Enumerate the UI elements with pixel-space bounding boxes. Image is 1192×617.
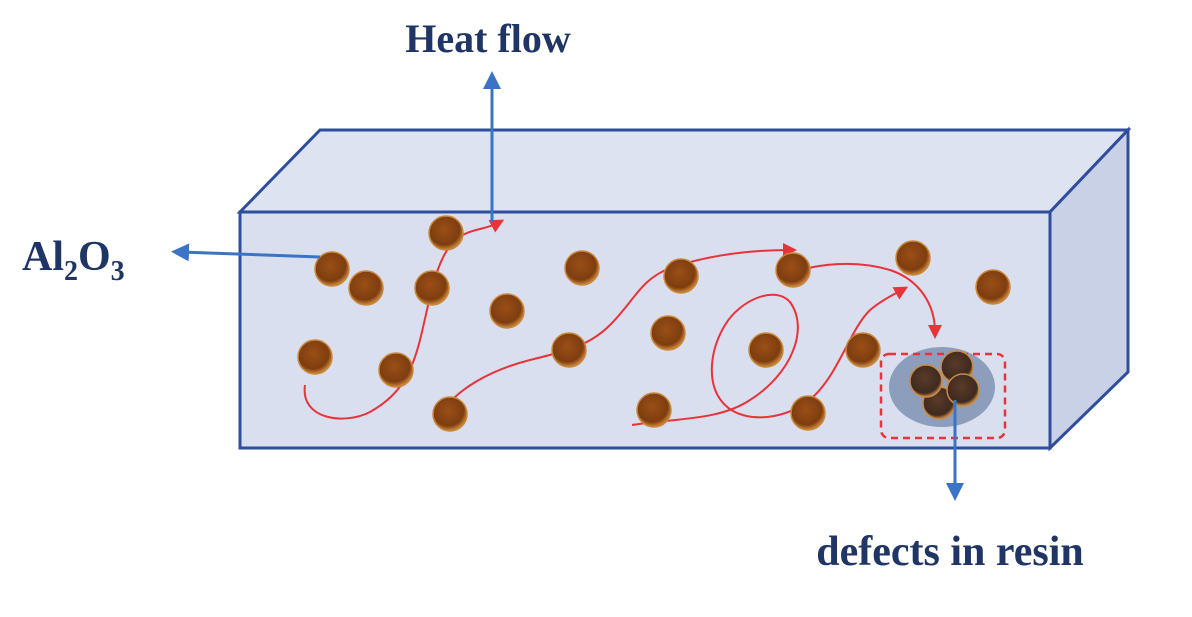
particle (663, 258, 699, 294)
particle (297, 339, 333, 375)
alumina-label: Al2O3 (22, 234, 125, 287)
defect-particle (909, 364, 943, 398)
left-arrow-icon (171, 243, 321, 262)
particle (790, 395, 826, 431)
heat-path-2 (439, 243, 797, 416)
particle (775, 252, 811, 288)
defect-dashed-box (879, 352, 1007, 440)
particle (428, 215, 464, 251)
particle (378, 352, 414, 388)
particle (650, 315, 686, 351)
heat-flow-label: Heat flow (405, 16, 571, 61)
pointer-arrows (171, 71, 964, 501)
block-top-face (236, 128, 1132, 214)
alumina-o: O (78, 234, 111, 280)
defect-particle (946, 373, 980, 407)
particle (551, 332, 587, 368)
particle (348, 270, 384, 306)
particle (748, 332, 784, 368)
alumina-particles (297, 215, 1011, 432)
particle (636, 392, 672, 428)
heat-path-3 (631, 286, 909, 426)
alumina-al: Al (22, 234, 64, 280)
particle (414, 270, 450, 306)
particle (489, 293, 525, 329)
defect-particles (909, 350, 980, 420)
particle (845, 332, 881, 368)
defects-label: defects in resin (816, 529, 1084, 575)
particle (564, 250, 600, 286)
particle (975, 269, 1011, 305)
alumina-sub-2: 2 (64, 256, 78, 287)
particle (432, 396, 468, 432)
alumina-sub-3: 3 (111, 256, 125, 287)
particle (895, 240, 931, 276)
particle (314, 251, 350, 287)
